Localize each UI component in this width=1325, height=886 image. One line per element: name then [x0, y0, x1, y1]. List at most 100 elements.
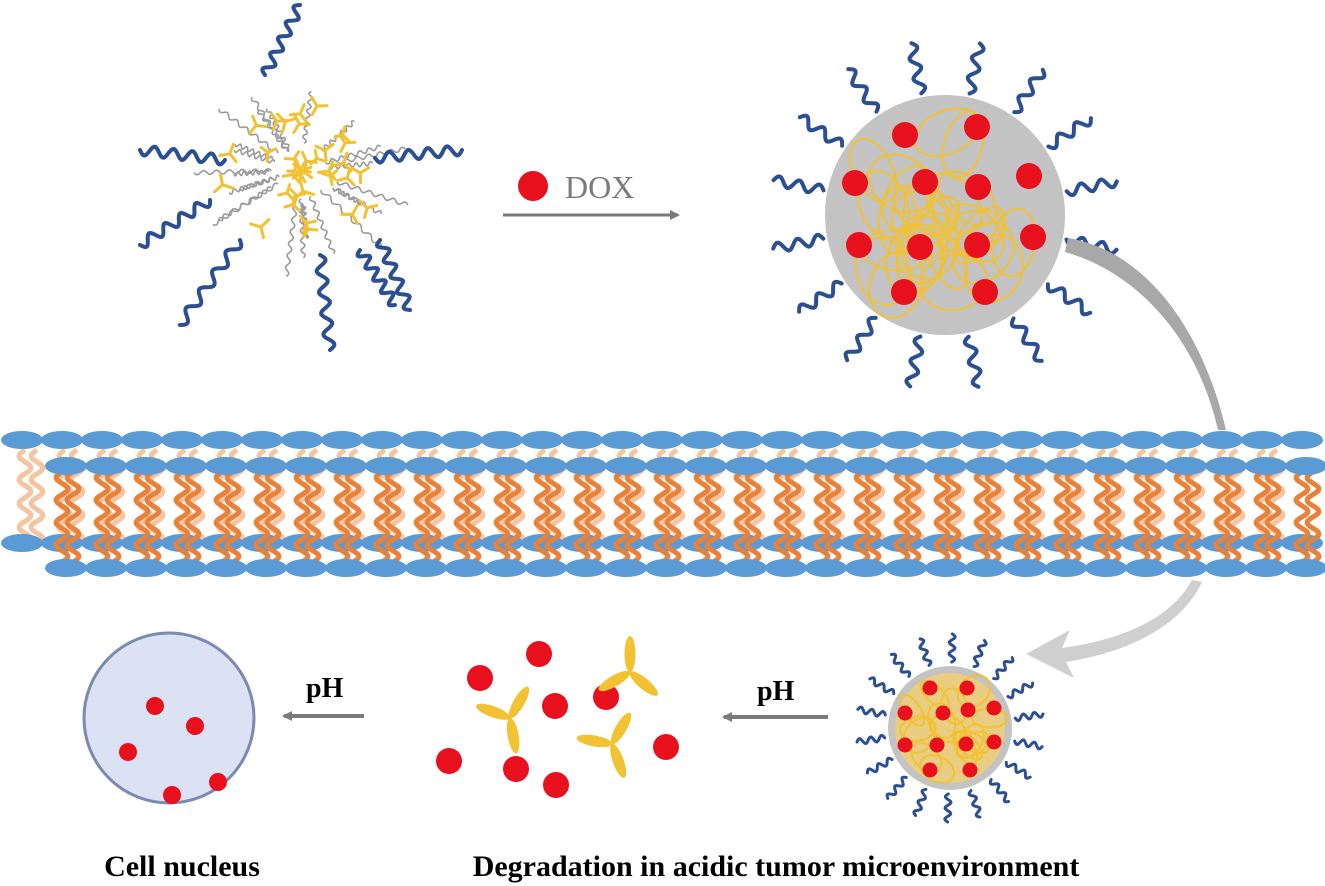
peg-chain: [1012, 67, 1047, 115]
lipid-head-back: [1241, 431, 1283, 449]
core-mesh-loop: [923, 225, 968, 290]
dox-molecule: [842, 170, 868, 196]
core-branches: [213, 95, 379, 240]
lipid-tail-front: [1064, 469, 1082, 565]
peg-chain: [178, 238, 244, 327]
core-fragment-arm: [624, 636, 636, 672]
lipid-head-front: [125, 559, 167, 577]
ph-label-left: pH: [306, 673, 344, 704]
lipid-tail-front: [813, 469, 831, 565]
lipid-head-front: [405, 457, 447, 475]
dox-molecule: [929, 737, 945, 753]
core-branch: [338, 133, 357, 154]
lipid-tail-front: [133, 469, 151, 565]
lipid-head-front: [685, 457, 727, 475]
lipid-head-back: [401, 431, 443, 449]
lipid-head-front: [165, 559, 207, 577]
ph-step-left: pH: [282, 673, 364, 721]
lipid-tail-front: [1293, 469, 1311, 565]
core-mesh-loop: [855, 236, 912, 306]
lipid-head-front: [845, 559, 887, 577]
lipid-head-front: [285, 457, 327, 475]
peg-chain: [373, 144, 464, 165]
lipid-head-back: [921, 431, 963, 449]
free-dox: [526, 641, 552, 667]
lipid-head-front: [1165, 457, 1207, 475]
lipid-head-front: [1245, 457, 1287, 475]
lipid-tail-front: [453, 469, 471, 565]
lipid-tail-front: [773, 469, 791, 565]
lipid-head-back: [281, 431, 323, 449]
core-branch: [248, 114, 268, 135]
lipid-tail-front: [893, 469, 911, 565]
peg-chain: [1009, 316, 1044, 363]
peg-chain: [138, 198, 213, 250]
peg-chain: [962, 334, 983, 389]
lipid-head-back: [1281, 431, 1323, 449]
lipid-head-back: [1, 534, 43, 552]
lipid-head-front: [1045, 559, 1087, 577]
lipid-head-back: [641, 431, 683, 449]
lipid-head-back: [41, 431, 83, 449]
lipid-tail-front: [704, 469, 722, 565]
core-fragment-arm: [629, 671, 659, 696]
lipid-tail-back: [16, 447, 34, 548]
lipid-head-back: [961, 431, 1003, 449]
lipid-head-back: [681, 431, 723, 449]
dox-molecule: [1020, 224, 1046, 250]
lipid-head-front: [1005, 457, 1047, 475]
dox-molecule: [964, 114, 990, 140]
lipid-head-back: [1201, 431, 1243, 449]
core-branch: [320, 168, 339, 187]
lipid-head-front: [1125, 559, 1167, 577]
lipid-tail-front: [213, 469, 231, 565]
lipid-tail-front: [173, 469, 191, 565]
loaded-micelle-small: [855, 632, 1045, 824]
core-fragment-arm: [506, 717, 520, 754]
core-branch: [292, 113, 311, 134]
peg-chains: [138, 3, 464, 352]
alkyl-chain: [257, 110, 289, 152]
cell-nucleus-label: Cell nucleus: [104, 850, 260, 883]
lipid-head-front: [365, 559, 407, 577]
lipid-head-front: [445, 559, 487, 577]
dox-molecule: [965, 174, 991, 200]
lipid-head-front: [685, 559, 727, 577]
alkyl-chain: [301, 90, 314, 144]
lipid-tail-front: [104, 469, 122, 565]
core-branch: [286, 159, 307, 184]
peg-chain: [797, 279, 844, 314]
free-dox: [467, 665, 493, 691]
peg-chain: [1064, 177, 1119, 198]
peg-chain: [992, 656, 1015, 681]
lipid-head-front: [1125, 457, 1167, 475]
lipid-tail-front: [1173, 469, 1191, 565]
lipid-tail-front: [1253, 469, 1271, 565]
dox-molecule: [972, 279, 998, 305]
membrane-front-heads: [45, 457, 1325, 577]
dox-molecule: [892, 122, 918, 148]
lipid-head-back: [841, 431, 883, 449]
lipid-head-front: [845, 457, 887, 475]
dox-molecule: [897, 737, 913, 753]
lipid-head-back: [1121, 431, 1163, 449]
lipid-head-front: [805, 559, 847, 577]
lipid-tail-front: [293, 469, 311, 565]
star-polymer: [138, 3, 464, 352]
core-branch: [213, 172, 235, 194]
nuclear-dox: [209, 773, 227, 791]
peg-chain: [972, 639, 988, 669]
lipid-head-front: [325, 559, 367, 577]
lipid-tail-front: [1133, 469, 1151, 565]
nuclear-dox: [146, 697, 164, 715]
lipid-tail-front: [504, 469, 522, 565]
lipid-head-back: [1161, 431, 1203, 449]
lipid-head-front: [485, 559, 527, 577]
peg-chain: [885, 775, 908, 800]
core-branch: [259, 146, 278, 163]
alkyl-chain: [228, 176, 274, 195]
core-branch: [340, 203, 360, 226]
peg-chain: [918, 637, 933, 667]
free-dox: [436, 748, 462, 774]
peg-chain: [856, 705, 887, 718]
